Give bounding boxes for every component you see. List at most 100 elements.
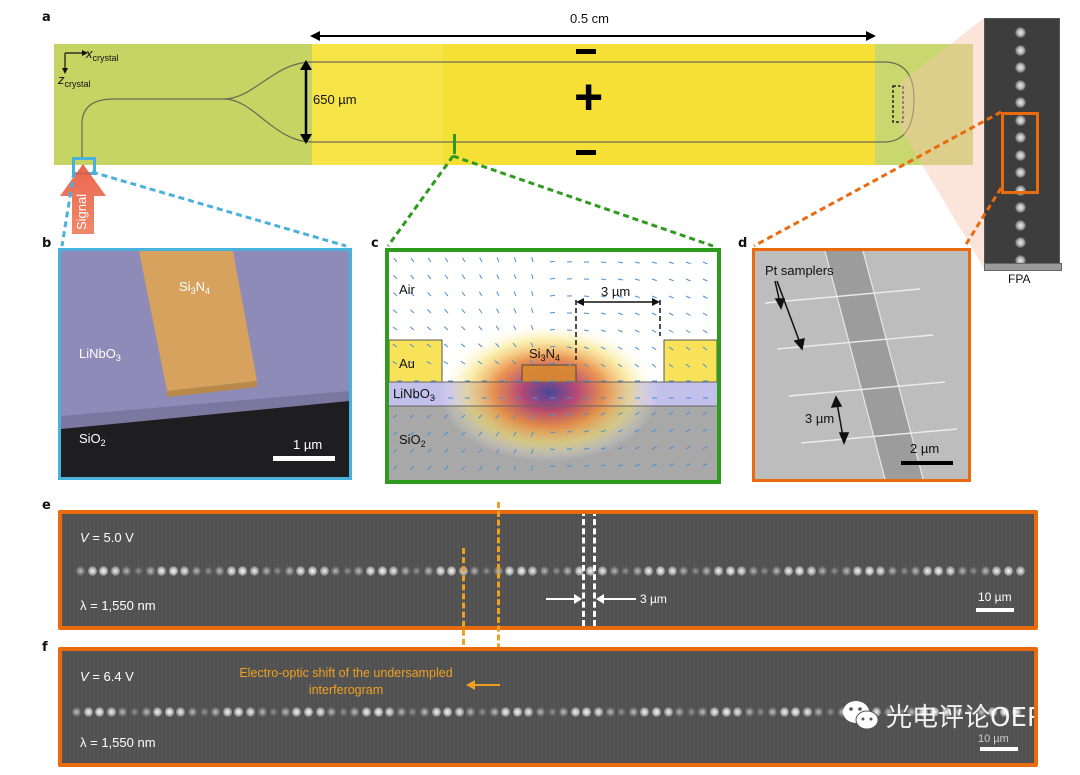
interferogram-spot [269,707,279,717]
x-axis-label: xcrystal [86,46,119,63]
field-vector [427,257,432,263]
field-vector [444,257,449,263]
fpa-spot [1015,97,1026,108]
field-vector [530,414,534,420]
interferogram-spot [992,566,1002,576]
interferogram-spot [628,707,638,717]
field-vector [549,328,556,331]
interferogram-spot [99,566,109,576]
field-vector [460,343,466,348]
field-vector [531,291,534,297]
interferogram-spot [814,707,824,717]
interferogram-spot [304,707,313,717]
interferogram-spot [907,707,917,717]
field-vector [668,363,674,368]
field-vector [426,431,432,436]
field-vector [462,257,466,263]
interferogram-spot [725,566,735,576]
connector-lines [60,110,1003,248]
interferogram-spot [679,566,689,576]
annotation-line-1: Electro-optic shift of the undersampled [239,666,453,680]
signal-arrow-icon [60,164,106,234]
field-vector [461,308,466,314]
field-vector [426,414,432,419]
field-vector [393,275,398,280]
interferogram-spot [594,707,603,717]
minus-electrode-sign-top [576,49,596,54]
field-vector [444,465,449,471]
field-vector [496,274,500,280]
interferogram-spot [698,707,708,717]
field-vector [410,257,415,263]
field-vector [617,312,623,316]
interferogram-spot [969,566,979,576]
field-vector [634,463,640,467]
interferogram-spot [435,566,445,576]
interferogram-spot [830,566,839,576]
field-vector [392,309,398,314]
interferogram-spot [215,566,225,576]
interferogram-spot [644,566,654,576]
interferogram-spot [652,707,661,717]
interferogram-spot [188,707,197,717]
panel-b-label: b [42,236,52,251]
interferogram-spot [976,707,986,717]
sio2-label: SiO2 [79,431,106,448]
field-vector [566,363,572,367]
electrode-region [312,44,875,165]
interferogram-spot [366,566,375,576]
interferogram-spot [721,707,731,717]
field-vector [460,360,466,365]
interferogram-spot [922,566,932,576]
field-vector [496,291,500,297]
field-vector [549,294,556,297]
field-vector [651,363,657,368]
field-vector [702,261,708,265]
chip-right-region [875,44,973,165]
field-vector [478,325,483,331]
interferogram-spot [199,707,209,717]
field-vector [513,257,517,263]
field-vector [600,464,607,467]
interferogram-spot [478,707,487,717]
interferogram-spot [261,566,271,576]
interferogram-spot [315,707,325,717]
field-vector [393,292,398,297]
field-vector [634,295,640,299]
field-vector [702,445,708,450]
panel-b-sem-image: Si3N4 LiNbO3 SiO2 1 µm [58,248,352,480]
minus-electrode-sign-bottom [576,150,596,155]
field-vector [634,429,640,433]
field-vector [443,431,449,436]
field-vector [685,346,691,351]
scale-bar [976,608,1014,612]
interferogram-spot [408,707,418,717]
interferogram-spot [87,566,97,576]
field-vector [410,292,415,297]
field-vector [531,308,534,314]
field-vector [668,428,674,433]
linbo3-label: LiNbO3 [79,346,121,363]
interferogram-spot [632,566,642,576]
field-vector [427,448,432,453]
sampler-structure [764,251,958,479]
field-vector [634,312,640,316]
field-vector [651,463,657,467]
field-vector [651,429,657,433]
panel-d-label: d [738,236,748,251]
interferogram-spot [609,566,619,576]
field-vector [427,291,432,297]
field-vector [427,309,432,314]
field-vector [668,312,674,316]
interferogram-spot [373,707,383,717]
field-vector [495,431,500,437]
field-vector [583,346,589,350]
field-vector [702,312,708,317]
interferogram-spot [164,707,174,717]
field-vector [668,463,674,467]
interferogram-spot [466,707,476,717]
vertical-double-arrow-icon [300,60,312,144]
field-vector [617,446,623,450]
interferogram-spot [296,566,306,576]
field-vector [531,274,534,280]
